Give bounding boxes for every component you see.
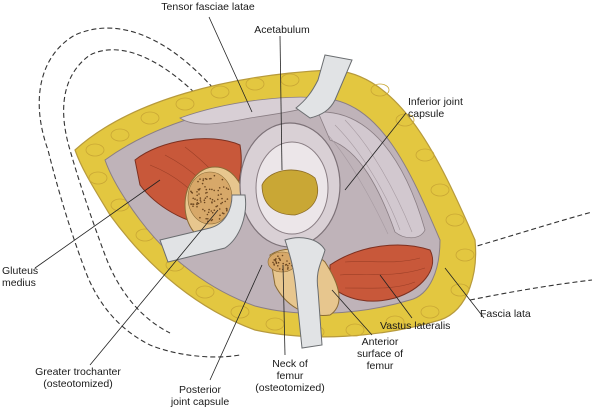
vastus-lateralis-muscle bbox=[329, 244, 433, 302]
label-fascia-lata: Fascia lata bbox=[480, 308, 531, 320]
label-neck-of-femur: Neck of femur (osteotomized) bbox=[255, 358, 325, 394]
label-inferior-joint-capsule: Inferior joint capsule bbox=[408, 96, 463, 120]
leader-lines bbox=[34, 16, 485, 381]
label-posterior-joint-capsule: Posterior joint capsule bbox=[170, 384, 230, 408]
acetabulum-floor bbox=[261, 169, 319, 216]
fat-texture bbox=[85, 71, 475, 339]
retractor-upper bbox=[295, 54, 353, 119]
label-greater-trochanter: Greater trochanter (osteotomized) bbox=[35, 366, 121, 390]
label-anterior-surface-of-femur: Anterior surface of femur bbox=[356, 336, 404, 372]
capsule-fibers bbox=[327, 119, 413, 235]
retractor-lower bbox=[284, 237, 326, 349]
label-vastus-lateralis: Vastus lateralis bbox=[380, 320, 451, 332]
dashed-body-outline bbox=[38, 27, 593, 358]
cancellous-bone-dots bbox=[190, 174, 230, 223]
label-acetabulum: Acetabulum bbox=[254, 24, 310, 36]
retractor-left bbox=[159, 194, 247, 263]
neck-cancellous-dots bbox=[272, 254, 294, 271]
label-tensor-fasciae-latae: Tensor fasciae latae bbox=[161, 1, 255, 13]
muscle-fibers-right bbox=[339, 257, 426, 289]
label-gluteus-medius: Gluteus medius bbox=[2, 265, 39, 289]
